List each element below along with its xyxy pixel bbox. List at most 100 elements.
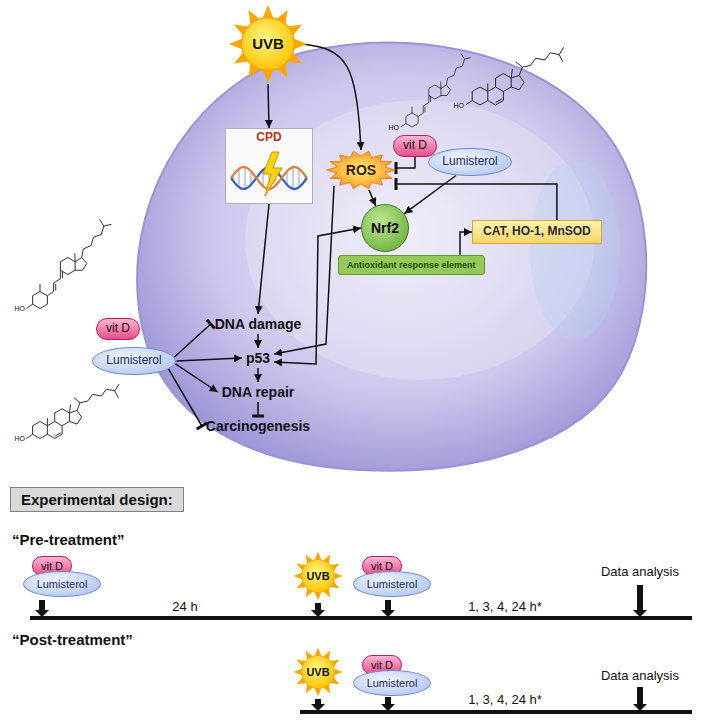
sun-ray bbox=[294, 669, 302, 676]
lumisterol-structure bbox=[26, 384, 119, 438]
node-label: vit D bbox=[371, 560, 393, 573]
lumisterol-ellipse: Lumisterol bbox=[428, 148, 513, 177]
connector bbox=[257, 368, 259, 382]
annotation-label: Data analysis bbox=[601, 669, 679, 684]
vitamin-d-pill: vit D bbox=[96, 318, 140, 340]
time-point-arrow bbox=[381, 600, 395, 617]
node-label: Lumisterol bbox=[37, 578, 88, 591]
node-label: Carcinogenesis bbox=[206, 418, 310, 434]
annotation-label: “Pre-treatment” bbox=[12, 531, 125, 548]
process-label: Carcinogenesis bbox=[202, 416, 314, 436]
cell-highlight bbox=[530, 160, 620, 340]
connector bbox=[274, 228, 361, 364]
process-label: DNA repair bbox=[218, 382, 299, 402]
burst-outline bbox=[327, 151, 396, 189]
annotation-label: 24 h bbox=[172, 600, 197, 615]
node-label: ROS bbox=[346, 162, 376, 178]
annotation-label: HO bbox=[15, 305, 26, 313]
process-label: DNA damage bbox=[211, 314, 306, 334]
uvb-sun: UVB bbox=[293, 647, 343, 697]
sun-body bbox=[302, 560, 335, 593]
connector bbox=[168, 369, 201, 426]
damage-bolt bbox=[263, 152, 282, 196]
node-label: DNA damage bbox=[215, 316, 302, 332]
connector bbox=[404, 175, 456, 213]
node-label: CAT, HO-1, MnSOD bbox=[483, 225, 591, 239]
node-label: vit D bbox=[403, 139, 427, 153]
node-label: vit D bbox=[371, 659, 393, 672]
sun-ray bbox=[229, 39, 242, 49]
sun-ray bbox=[294, 39, 307, 49]
connector bbox=[258, 204, 269, 314]
sun-ray bbox=[315, 592, 322, 600]
node-label: UVB bbox=[252, 35, 284, 52]
annotation-label: HO bbox=[15, 435, 26, 443]
annotation-label: Data analysis bbox=[601, 565, 679, 580]
dna-damage-image: CPD bbox=[225, 128, 313, 204]
connector bbox=[369, 190, 376, 206]
connector bbox=[174, 324, 210, 357]
connector bbox=[257, 402, 259, 416]
lumisterol-ellipse: Lumisterol bbox=[353, 571, 431, 598]
timeline bbox=[300, 710, 692, 714]
time-point-arrow bbox=[311, 699, 325, 711]
annotation-label: 1, 3, 4, 24 h* bbox=[468, 600, 542, 615]
lumisterol-ellipse: Lumisterol bbox=[92, 347, 177, 376]
sun-body bbox=[302, 656, 335, 689]
cell-outline bbox=[137, 43, 646, 471]
sun-ray bbox=[315, 688, 322, 696]
node-label: Nrf2 bbox=[371, 220, 399, 236]
node-label: p53 bbox=[246, 350, 270, 366]
vitamin-d-pill: vit D bbox=[393, 135, 437, 157]
node-label: Lumisterol bbox=[106, 354, 161, 368]
node-label: Lumisterol bbox=[442, 155, 497, 169]
node-label: Antioxidant response element bbox=[347, 260, 476, 270]
time-point-arrow bbox=[311, 603, 325, 617]
time-point-arrow bbox=[381, 697, 395, 711]
connector bbox=[175, 364, 217, 392]
ros-burst: ROS bbox=[326, 150, 396, 190]
section-heading-box: Experimental design: bbox=[10, 487, 184, 512]
timeline bbox=[30, 616, 692, 620]
sun-ray bbox=[334, 573, 342, 580]
node-label: UVB bbox=[306, 570, 329, 583]
process-label: p53 bbox=[242, 348, 274, 368]
dna-rung bbox=[238, 169, 239, 187]
node-label: vit D bbox=[41, 560, 63, 573]
dna-rung bbox=[244, 167, 245, 189]
connector bbox=[257, 334, 259, 348]
response-element-band: Antioxidant response element bbox=[338, 255, 485, 275]
connector bbox=[396, 184, 557, 220]
connector bbox=[268, 84, 269, 128]
node-label: UVB bbox=[306, 666, 329, 679]
connector bbox=[396, 157, 415, 168]
node-label: DNA repair bbox=[222, 384, 295, 400]
uvb-sun: UVB bbox=[293, 551, 343, 601]
time-point-arrow bbox=[35, 600, 49, 617]
sun-ray bbox=[263, 70, 273, 83]
nrf2-circle: Nrf2 bbox=[361, 204, 409, 252]
lumisterol-ellipse: Lumisterol bbox=[353, 670, 431, 697]
sun-ray bbox=[315, 648, 322, 656]
uvb-sun: UVB bbox=[228, 4, 308, 84]
enzyme-box: CAT, HO-1, MnSOD bbox=[472, 220, 602, 244]
node-label: Lumisterol bbox=[367, 677, 418, 690]
vitamin-d-structure bbox=[26, 219, 111, 308]
annotation-label: “Post-treatment” bbox=[12, 631, 133, 648]
sun-ray bbox=[315, 552, 322, 560]
annotation-label: HO bbox=[389, 124, 400, 132]
annotation-label: 1, 3, 4, 24 h* bbox=[468, 693, 542, 708]
lumisterol-structure bbox=[466, 47, 564, 105]
node-label: Experimental design: bbox=[21, 491, 173, 508]
dna-rung bbox=[298, 169, 299, 187]
sun-body bbox=[242, 18, 295, 71]
sun-ray bbox=[294, 573, 302, 580]
annotation-label: HO bbox=[454, 102, 465, 110]
connector bbox=[460, 232, 472, 255]
time-point-arrow bbox=[633, 687, 647, 711]
sun-ray bbox=[263, 5, 273, 18]
node-label: CPD bbox=[256, 131, 281, 145]
sun-ray bbox=[334, 669, 342, 676]
dna-rung bbox=[292, 167, 293, 189]
